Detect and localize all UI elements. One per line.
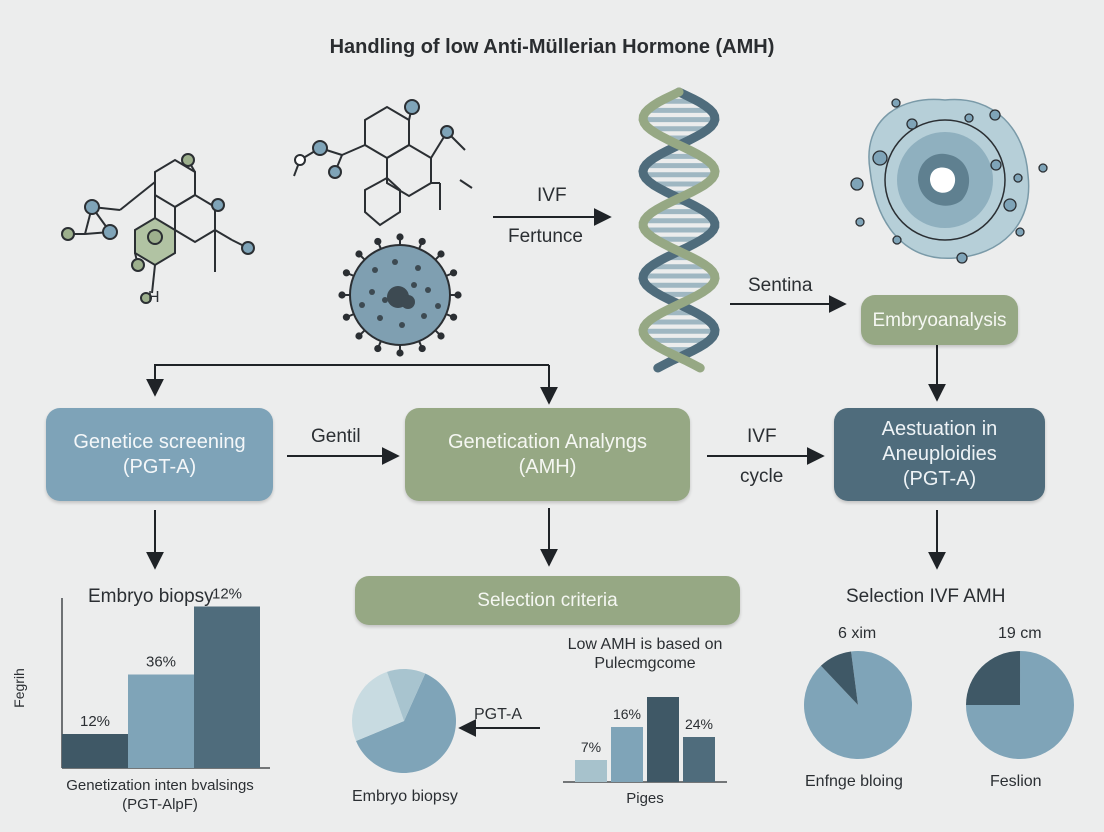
genetic-screening-box: Genetice screening (PGT-A) <box>46 408 273 501</box>
bar-label-3: 24% <box>685 716 713 732</box>
arrow-label-ivf: IVF <box>537 185 567 206</box>
pie-slice-1 <box>820 651 858 705</box>
page-title: Handling of low Anti-Müllerian Hormone (… <box>329 36 775 58</box>
pie-label-top-left: 6 xim <box>838 625 877 642</box>
molecule-label-h: H <box>148 289 160 306</box>
aestuation-sublabel: (PGT-A) <box>902 468 977 490</box>
bar-2 <box>194 606 260 768</box>
pie-label-bottom-left: Enfnge bloing <box>805 773 903 790</box>
arrow-label-gentil: Gentil <box>311 426 361 447</box>
arrow-label-ivf-cycle-1: IVF <box>747 426 777 447</box>
bar-0 <box>62 734 128 768</box>
bar-0 <box>575 760 607 782</box>
genetic-screening-sublabel: (PGT-A) <box>122 455 197 478</box>
selection-criteria-box: Selection criteria <box>355 576 740 625</box>
molecule-icon <box>293 99 473 227</box>
pie-chart-right-2 <box>966 651 1074 759</box>
cell-icon <box>850 98 1048 264</box>
heading-low-amh-2: Pulecmgcome <box>594 655 696 672</box>
arrow-label-fertunce: Fertunce <box>508 226 583 247</box>
embryoanalysis-label: Embryoanalysis <box>872 309 1007 331</box>
x-axis-label-2: (PGT-AlpF) <box>122 796 198 813</box>
x-axis-label: Piges <box>626 790 664 807</box>
pie-slice-2 <box>386 669 426 721</box>
pie-slice-1 <box>966 651 1021 705</box>
pie-label-center: Embryo biopsy <box>352 788 458 805</box>
pie-label-top-right: 19 cm <box>998 625 1042 642</box>
heading-selection-ivf: Selection IVF AMH <box>846 586 1006 607</box>
aestuation-box: Aestuation in Aneuploidies (PGT-A) <box>834 408 1045 501</box>
bar-label-1: 16% <box>613 706 641 722</box>
heading-embryo-biopsy: Embryo biopsy <box>88 586 214 607</box>
arrow-label-sentina: Sentina <box>748 275 813 296</box>
embryoanalysis-box: Embryoanalysis <box>861 295 1018 345</box>
genetication-sublabel: (AMH) <box>518 455 577 478</box>
pie-slice-1 <box>352 671 404 742</box>
heading-low-amh: Low AMH is based on <box>567 636 723 653</box>
molecule-icon <box>61 153 255 304</box>
genetic-screening-label: Genetice screening <box>73 430 246 453</box>
bar-1 <box>611 727 643 782</box>
arrow-label-pgt-a: PGT-A <box>474 706 523 723</box>
y-axis-label: Fegrih <box>11 668 27 708</box>
bar-chart-middle: 7% 16% 24% Piges <box>563 697 727 807</box>
pie-chart-right-1 <box>804 650 912 760</box>
pie-slice-0 <box>356 673 457 773</box>
pie-label-bottom-right: Feslion <box>990 773 1042 790</box>
bar-2 <box>647 697 679 782</box>
selection-criteria-label: Selection criteria <box>477 590 618 611</box>
bar-1 <box>128 674 194 768</box>
bar-label-0: 12% <box>80 713 110 730</box>
pie-chart-center <box>352 669 457 773</box>
arrow-label-ivf-cycle-2: cycle <box>740 466 784 487</box>
aestuation-label: Aestuation in <box>881 418 998 440</box>
bar-3 <box>683 737 715 782</box>
virus-cell-icon <box>338 233 462 357</box>
x-axis-label: Genetization inten bvalsings <box>66 777 254 794</box>
dna-helix-icon <box>638 87 720 373</box>
flow-arrows <box>146 208 946 737</box>
bar-label-2: 12% <box>212 586 242 603</box>
genetication-label: Genetication Analyngs <box>447 430 648 453</box>
bar-label-0: 7% <box>581 739 601 755</box>
bar-label-1: 36% <box>146 654 176 671</box>
aestuation-label-2: Aneuploidies <box>882 443 997 465</box>
genetication-box: Genetication Analyngs (AMH) <box>405 408 690 501</box>
